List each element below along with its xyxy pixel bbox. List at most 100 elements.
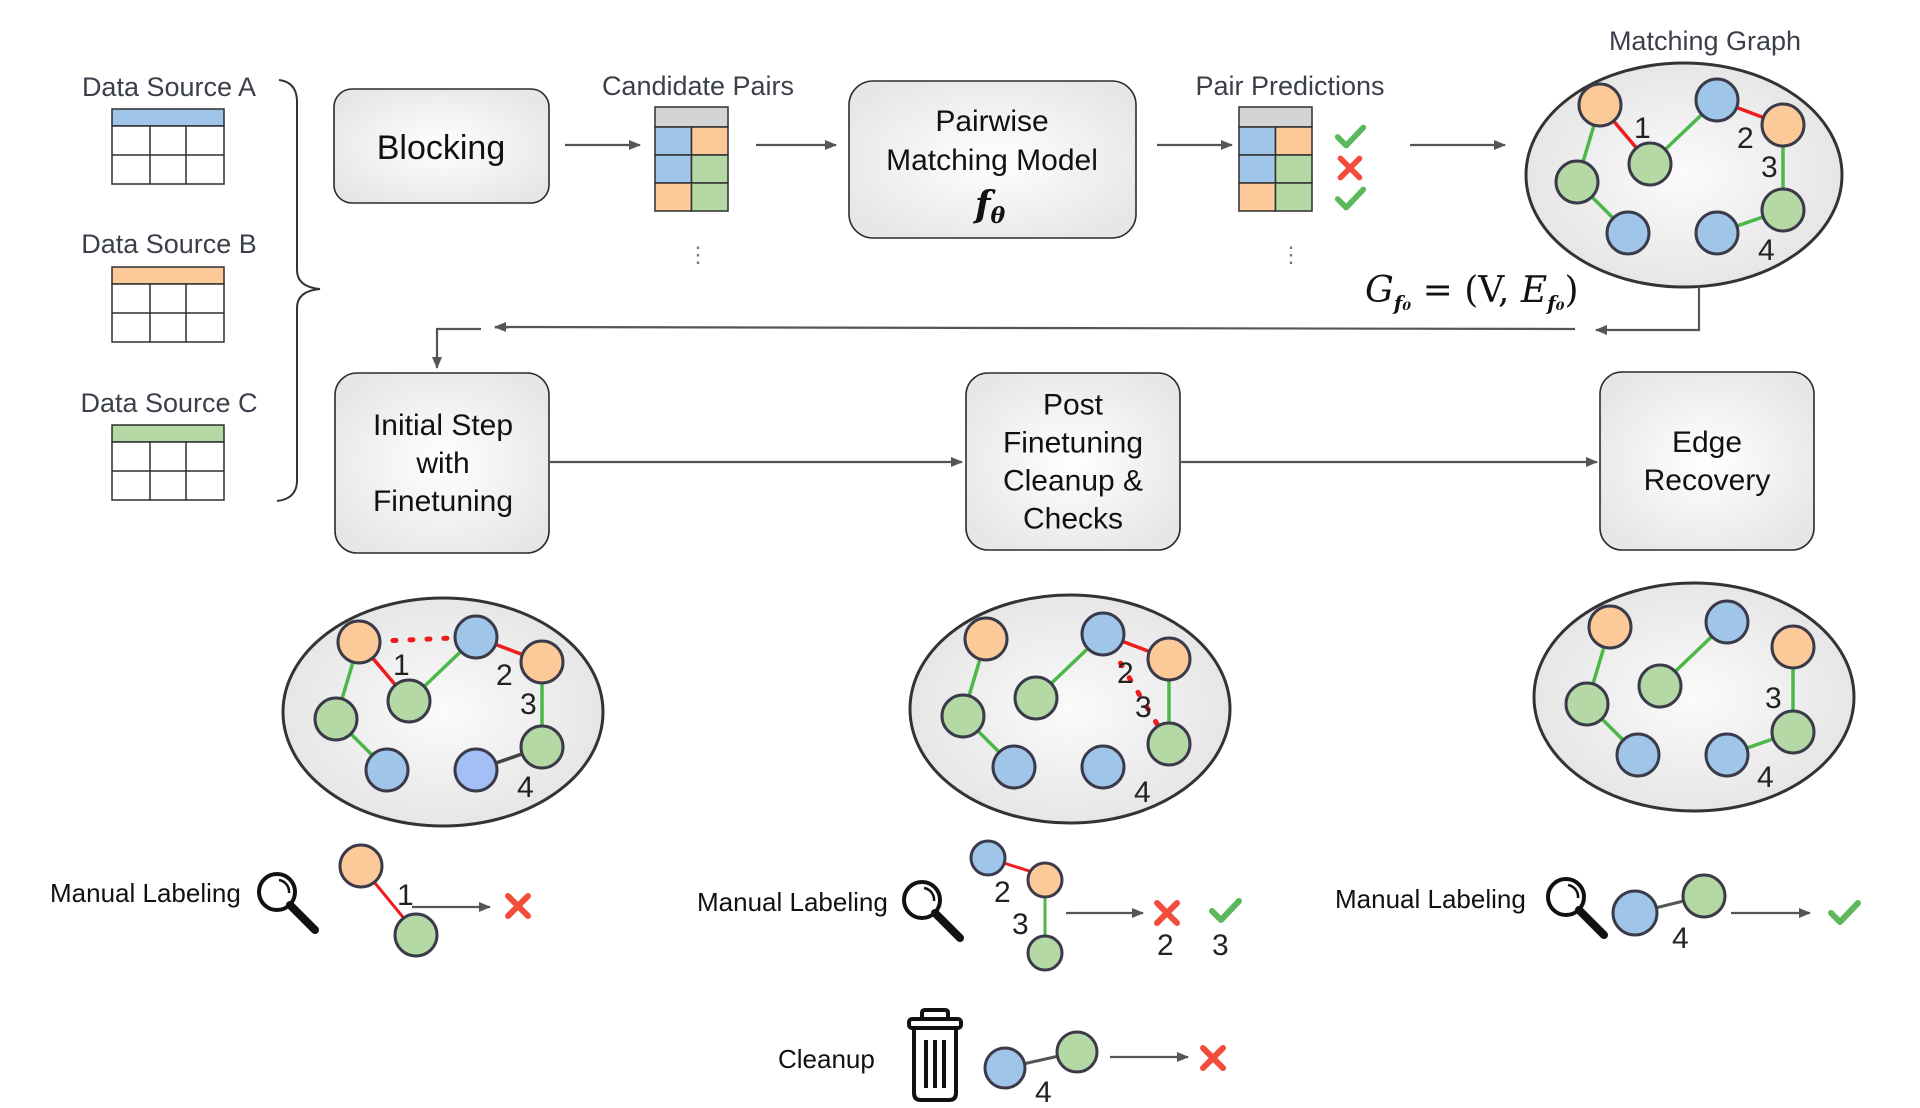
edge-label: 4: [517, 771, 534, 804]
cross-icon: [1200, 1045, 1226, 1071]
node-blue: [969, 839, 1007, 877]
cross-icon: [1154, 900, 1180, 926]
cross-icon: [1337, 155, 1363, 181]
graph-node-green: [940, 693, 986, 739]
graph-node-blue: [1704, 732, 1750, 778]
pair-predictions-label: Pair Predictions: [1195, 71, 1384, 101]
table-icon: [111, 424, 225, 501]
post-finetuning-graph: 234: [908, 593, 1232, 825]
node-green: [1026, 934, 1064, 972]
manual-labeling-initial: Manual Labeling 1: [50, 843, 531, 958]
cleanup-row: Cleanup 4: [778, 1008, 1226, 1108]
table-header: [111, 424, 225, 443]
edge-label: 3: [1761, 151, 1778, 184]
data-source-b: Data Source B: [81, 229, 257, 343]
edge-label: 3: [520, 688, 537, 721]
result-label: 2: [1157, 929, 1174, 962]
stage-label-line: Recovery: [1644, 464, 1771, 497]
graph-node-green: [1760, 187, 1806, 233]
stage-label-line: Checks: [1023, 503, 1123, 536]
pair-cell-orange: [690, 126, 729, 156]
node-blue: [1611, 889, 1659, 937]
model-label-line1: Pairwise: [935, 105, 1048, 138]
feedback-arrow-from-graph: [1595, 287, 1701, 335]
pair-cell-orange: [1238, 182, 1277, 212]
magnifier-icon: [1546, 877, 1608, 939]
edge-label: 2: [496, 659, 513, 692]
edge-label: 4: [1758, 234, 1775, 267]
feedback-arrow-long: [494, 322, 1576, 333]
graph-node-orange: [1770, 624, 1816, 670]
stage-label-line: with: [415, 447, 469, 480]
graph-node-blue: [1605, 210, 1651, 256]
pair-cell-orange: [654, 182, 693, 212]
table-icon: [111, 108, 225, 185]
pair-cell-blue: [654, 126, 693, 156]
data-source-b-label: Data Source B: [81, 229, 257, 259]
pairwise-matching-model-box: Pairwise Matching Model fθ: [848, 80, 1137, 239]
graph-node-green: [1637, 663, 1683, 709]
pair-cell-blue: [1238, 126, 1277, 156]
stage-label-line: Finetuning: [373, 485, 513, 518]
table-header: [654, 106, 729, 128]
graph-node-green: [1564, 681, 1610, 727]
pair-cell-blue: [1238, 154, 1277, 184]
magnifier-icon: [902, 880, 964, 942]
stage-label-line: Edge: [1672, 426, 1742, 459]
graph-node-blue: [364, 747, 410, 793]
node-green: [393, 912, 439, 958]
edge-label: 1: [393, 649, 410, 682]
graph-node-green: [1770, 709, 1816, 755]
graph-node-blue: [1694, 210, 1740, 256]
data-source-c: Data Source C: [80, 388, 258, 501]
table-header: [111, 108, 225, 127]
stage-label-line: Post: [1043, 389, 1104, 422]
edge-label: 2: [1737, 122, 1754, 155]
table-header: [111, 266, 225, 285]
graph-node-blue: [1080, 744, 1126, 790]
blocking-label: Blocking: [377, 129, 506, 167]
feedback-arrow-to-initial: [432, 327, 481, 369]
result-label: 3: [1212, 929, 1229, 962]
node-green: [1055, 1030, 1099, 1074]
node-blue: [983, 1046, 1027, 1090]
pair-cell-green: [690, 154, 729, 184]
node-green: [1681, 873, 1727, 919]
pair-cell-orange: [1274, 126, 1313, 156]
manual-labeling-edge: Manual Labeling 4: [1335, 873, 1861, 955]
graph-node-blue: [1704, 599, 1750, 645]
brace: [276, 79, 321, 502]
graph-node-green: [519, 724, 565, 770]
table-icon: [111, 266, 225, 343]
stage-label-line: Initial Step: [373, 409, 513, 442]
graph-node-blue: [991, 744, 1037, 790]
pair-cell-green: [1274, 154, 1313, 184]
magnifier-icon: [257, 872, 319, 934]
graph-node-green: [1627, 141, 1673, 187]
graph-node-orange: [336, 619, 382, 665]
more-rows-indicator: ⋮: [1280, 242, 1302, 267]
check-icon: [1209, 898, 1242, 923]
edge-label: 3: [1012, 908, 1029, 941]
edge-label: 4: [1757, 761, 1774, 794]
check-icon: [1334, 124, 1367, 149]
cleanup-label: Cleanup: [778, 1044, 875, 1074]
manual-labeling-label: Manual Labeling: [697, 887, 888, 917]
graph-node-blue: [453, 747, 499, 793]
stage-label-line: Cleanup &: [1003, 465, 1143, 498]
pair-cell-green: [690, 182, 729, 212]
check-icon: [1209, 898, 1242, 923]
prediction-marks: [1334, 124, 1367, 211]
candidate-pairs-label: Candidate Pairs: [602, 71, 794, 101]
edge-label: 4: [1035, 1076, 1052, 1108]
pair-cell-blue: [654, 154, 693, 184]
graph-node-blue: [1080, 611, 1126, 657]
candidate-pairs-table: [654, 106, 729, 212]
initial-step-graph: 1 23 4: [281, 596, 605, 828]
pair-cell-green: [1274, 182, 1313, 212]
